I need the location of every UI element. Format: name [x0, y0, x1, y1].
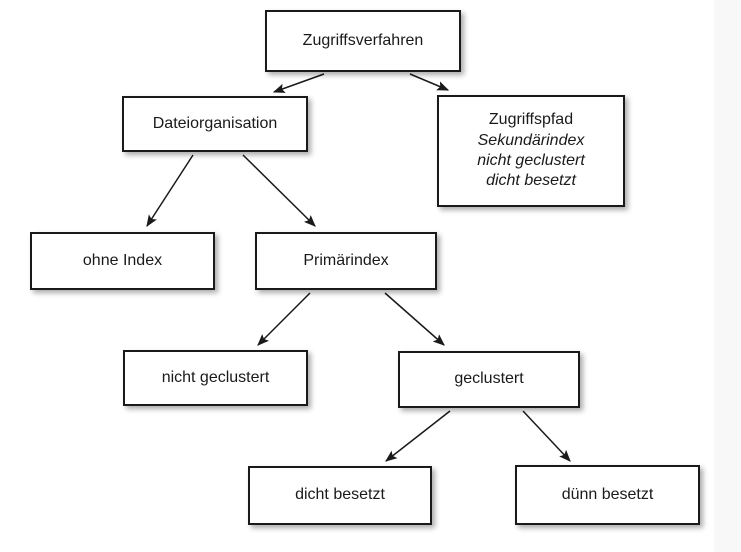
node-zugriffspfad-line4: dicht besetzt	[486, 172, 576, 190]
node-zugriffspfad-line1: Zugriffspfad	[488, 111, 574, 129]
node-duenn-besetzt-label: dünn besetzt	[561, 485, 654, 503]
node-nicht-geclustert-label: nicht geclustert	[161, 368, 270, 386]
node-dateiorganisation-label: Dateiorganisation	[152, 114, 278, 132]
edge-geclustert-dicht-besetzt	[385, 410, 451, 462]
node-zugriffspfad[interactable]: Zugriffspfad Sekundärindex nicht geclust…	[437, 95, 625, 207]
node-nicht-geclustert[interactable]: nicht geclustert	[123, 350, 308, 406]
node-dateiorganisation[interactable]: Dateiorganisation	[122, 96, 308, 152]
edge-dateiorganisation-ohne-index	[146, 154, 194, 228]
node-geclustert[interactable]: geclustert	[398, 351, 580, 408]
node-duenn-besetzt[interactable]: dünn besetzt	[515, 465, 700, 525]
node-geclustert-label: geclustert	[454, 370, 524, 388]
edge-zugriffsverfahren-dateiorganisation	[272, 73, 325, 93]
edge-geclustert-duenn-besetzt	[522, 410, 571, 462]
edge-dateiorganisation-primaerindex	[242, 154, 316, 227]
edge-zugriffsverfahren-zugriffspfad	[409, 73, 450, 91]
node-ohne-index-label: ohne Index	[82, 251, 163, 269]
node-primaerindex-label: Primärindex	[303, 251, 389, 269]
node-zugriffsverfahren[interactable]: Zugriffsverfahren	[265, 10, 461, 72]
node-ohne-index[interactable]: ohne Index	[30, 232, 215, 290]
node-zugriffspfad-line3: nicht geclustert	[477, 152, 585, 169]
node-zugriffsverfahren-label: Zugriffsverfahren	[302, 31, 424, 49]
node-zugriffspfad-line2: Sekundärindex	[477, 131, 585, 149]
node-dicht-besetzt[interactable]: dicht besetzt	[248, 466, 432, 525]
edge-primaerindex-nicht-geclustert	[257, 292, 311, 346]
node-primaerindex[interactable]: Primärindex	[255, 232, 437, 290]
node-dicht-besetzt-label: dicht besetzt	[295, 486, 385, 504]
right-side-panel	[714, 0, 741, 552]
edge-primaerindex-geclustert	[384, 292, 445, 346]
